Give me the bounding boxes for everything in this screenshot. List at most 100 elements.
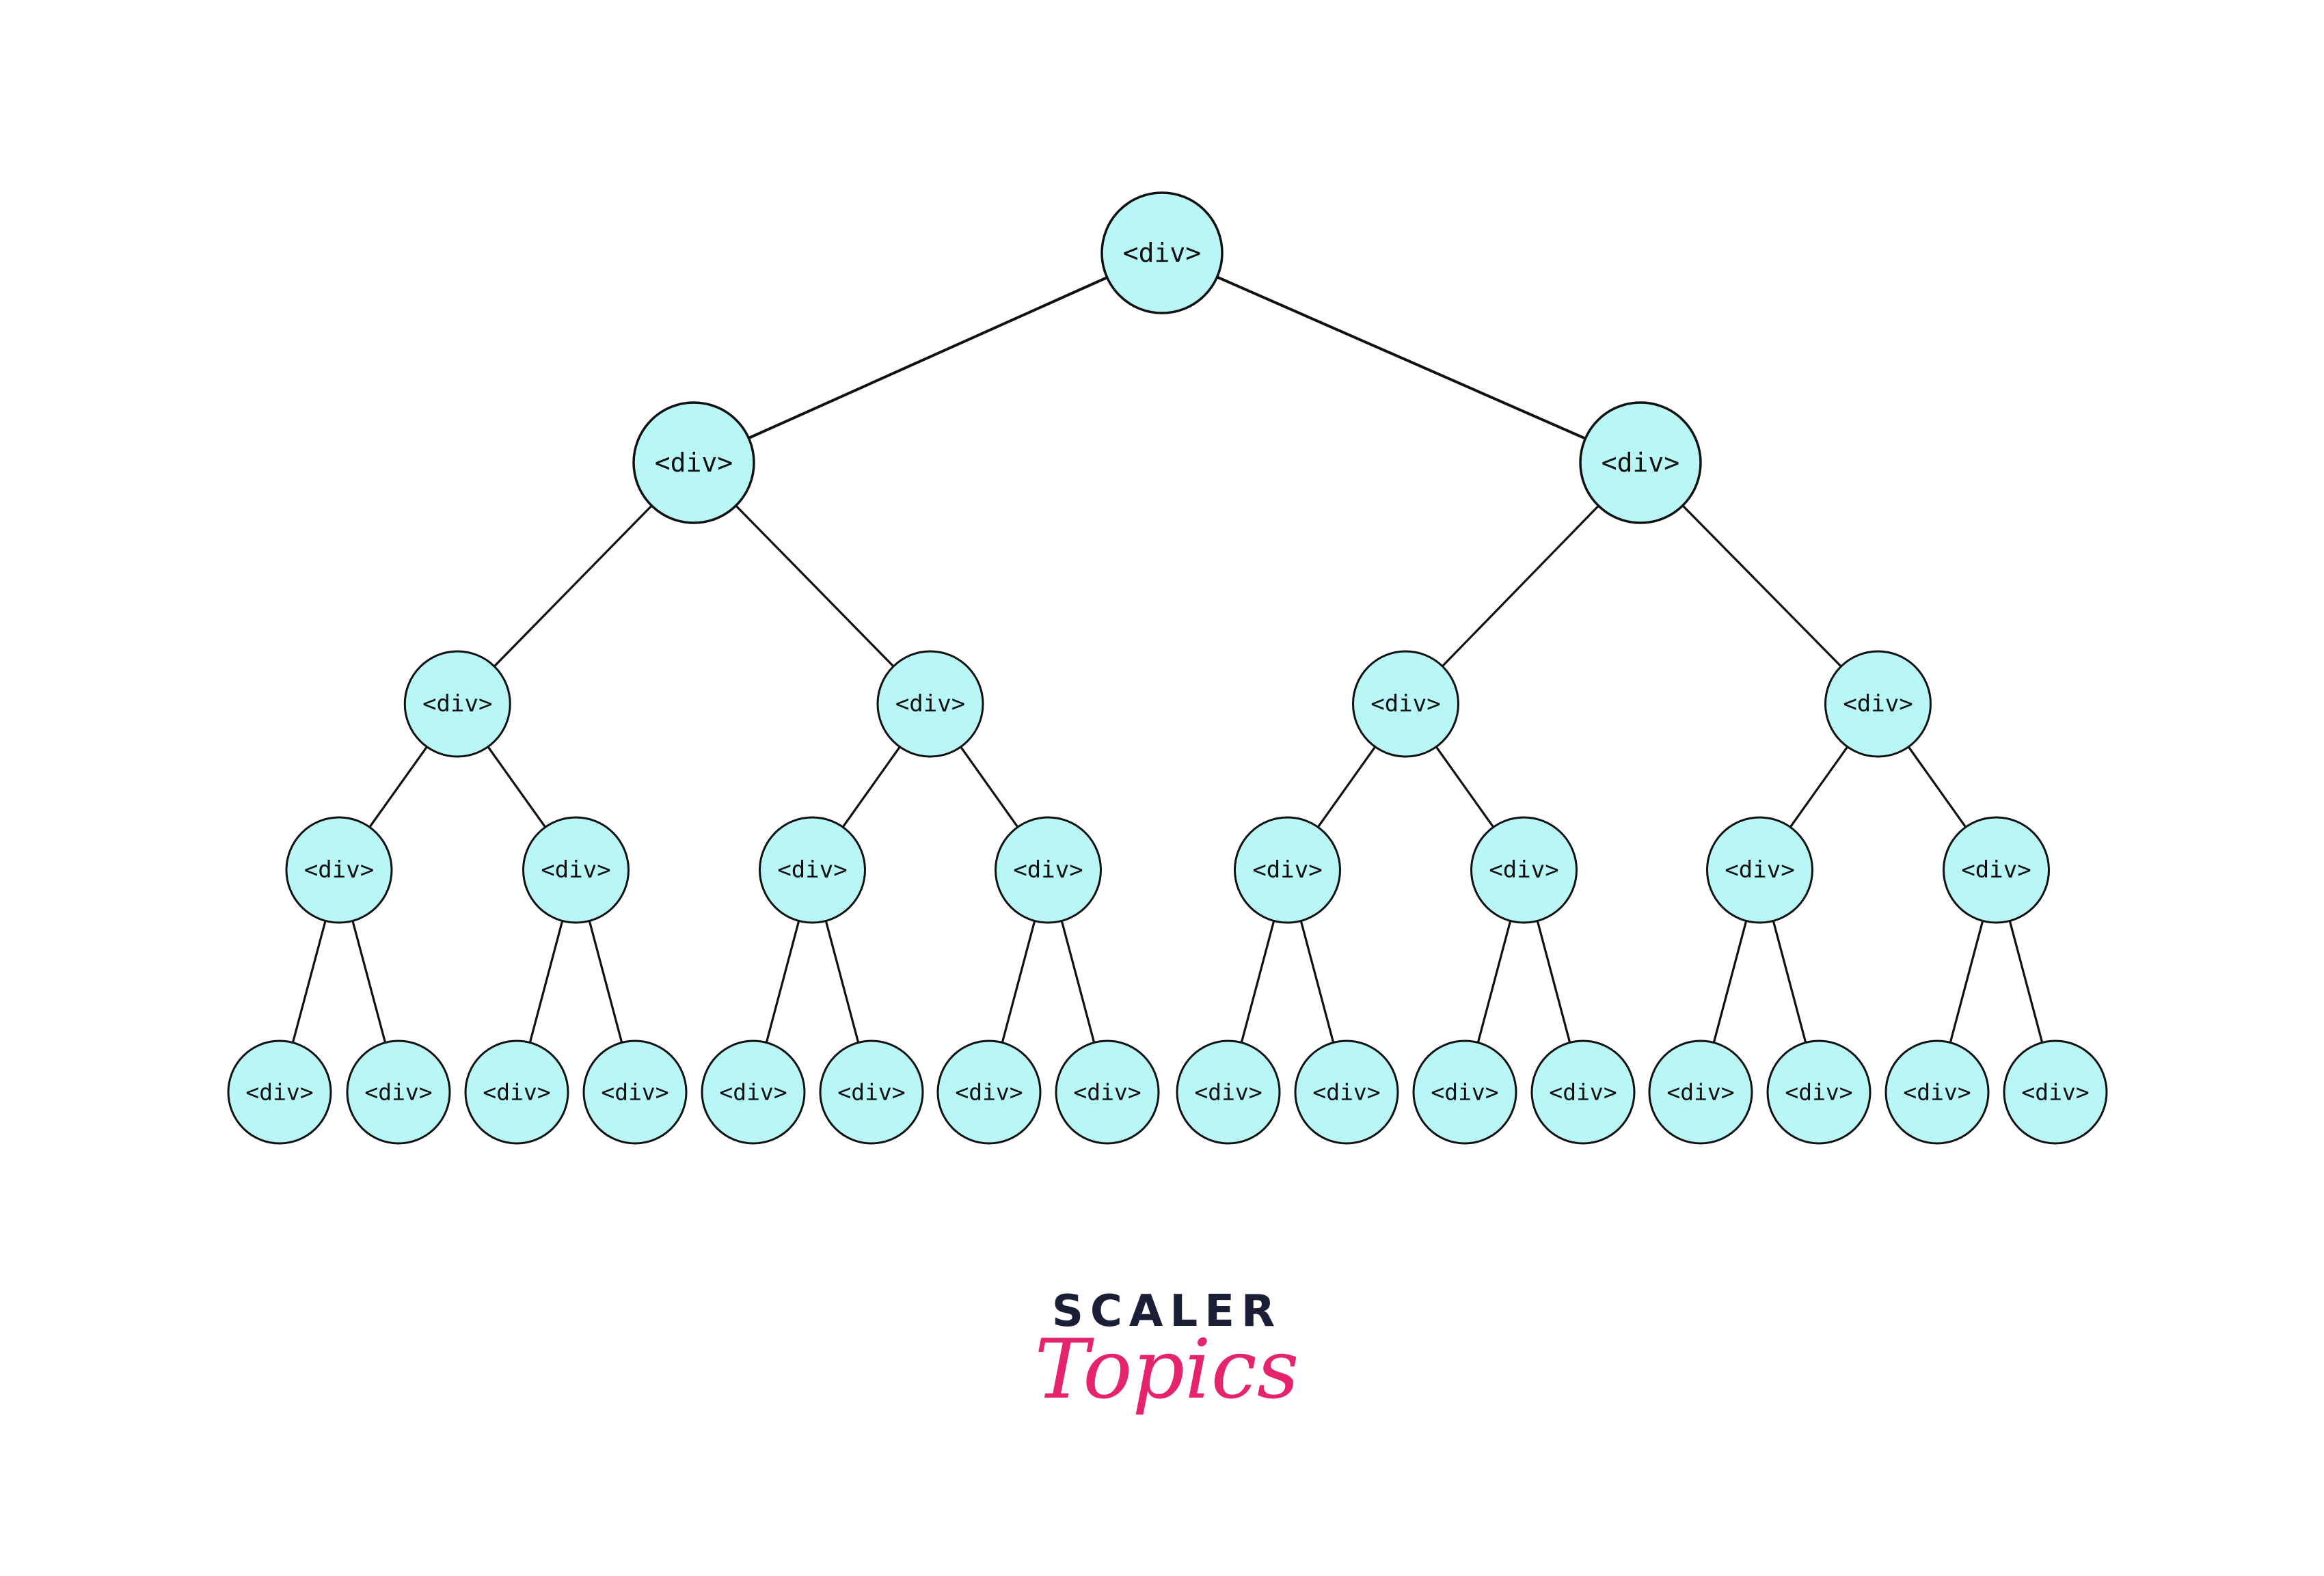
div-node: <div> [2003,1040,2108,1145]
node-label: <div> [364,1079,432,1106]
node-label: <div> [601,1079,668,1106]
div-node: <div> [582,1040,688,1145]
node-label: <div> [1013,856,1083,884]
node-circle [1530,1040,1636,1145]
div-node: <div> [701,1040,806,1145]
div-node: <div> [285,816,393,924]
div-node: <div> [759,816,866,924]
tree-edge [1712,920,1748,1043]
tree-edge [588,920,623,1043]
tree-edge [1476,920,1512,1043]
tree-nodes: <div> <div> <div> <div> <div> <div> <div> <div>… [227,191,2108,1145]
div-node: <div> [1884,1040,1990,1145]
node-circle [582,1040,688,1145]
tree-edge [824,920,860,1043]
node-circle [2003,1040,2108,1145]
div-node: <div> [1234,816,1341,924]
tree-edge [748,276,1108,439]
node-label: <div> [1843,690,1913,718]
div-node: <div> [1648,1040,1753,1145]
div-node: <div> [876,650,984,758]
div-node: <div> [1824,650,1932,758]
tree-edge [1949,920,1984,1043]
div-node: <div> [522,816,630,924]
node-label: <div> [1252,856,1322,884]
node-label: <div> [1549,1079,1617,1106]
node-circle [1579,401,1702,524]
node-circle [1824,650,1932,758]
node-label: <div> [1725,856,1794,884]
node-circle [995,816,1102,924]
div-node: <div> [995,816,1102,924]
div-node: <div> [1530,1040,1636,1145]
tree-edge [1001,920,1036,1043]
node-circle [1412,1040,1517,1145]
node-label: <div> [895,690,965,718]
div-node: <div> [1294,1040,1399,1145]
div-node: <div> [1706,816,1813,924]
node-circle [1294,1040,1399,1145]
tree-edge [960,746,1019,828]
logo-topics-text: Topics [1035,1322,1299,1417]
div-node: <div> [1176,1040,1281,1145]
tree-edge [1789,746,1849,828]
node-circle [1352,650,1459,758]
node-label: <div> [955,1079,1023,1106]
node-label: <div> [1312,1079,1380,1106]
node-circle [285,816,393,924]
scaler-topics-logo: SCALER Topics [1035,1286,1299,1417]
tree-edge [2008,920,2044,1043]
node-label: <div> [1123,238,1201,268]
node-circle [1100,191,1224,314]
node-circle [819,1040,924,1145]
tree-edge [1536,920,1571,1043]
div-node: <div> [403,650,511,758]
node-label: <div> [1602,448,1679,478]
tree-edge [1907,746,1967,828]
tree-edge [487,746,547,828]
tree-edges [291,275,2044,1043]
tree-edge [841,746,901,828]
node-circle [759,816,866,924]
div-node: <div> [632,401,755,524]
node-circle [1470,816,1578,924]
tree-edge [1772,920,1807,1043]
div-node: <div> [819,1040,924,1145]
div-node: <div> [936,1040,1042,1145]
node-label: <div> [483,1079,550,1106]
tree-edge [1299,920,1335,1043]
node-circle [1055,1040,1160,1145]
tree-edge [528,920,564,1043]
node-label: <div> [245,1079,313,1106]
div-node: <div> [346,1040,451,1145]
div-node: <div> [1352,650,1459,758]
div-node: <div> [1943,816,2050,924]
node-label: <div> [541,856,610,884]
node-circle [522,816,630,924]
node-label: <div> [1903,1079,1971,1106]
tree-edge [1060,920,1096,1043]
node-circle [1943,816,2050,924]
node-circle [1234,816,1341,924]
tree-edge [1316,746,1377,828]
node-label: <div> [719,1079,787,1106]
node-circle [1176,1040,1281,1145]
tree-edge [291,920,327,1043]
node-label: <div> [1961,856,2031,884]
node-label: <div> [1370,690,1440,718]
logo-scaler-text: SCALER [1052,1286,1282,1337]
tree-edge [1240,920,1275,1043]
tree-edge [1681,504,1842,668]
node-label: <div> [655,448,733,478]
node-circle [403,650,511,758]
node-label: <div> [837,1079,905,1106]
node-circle [227,1040,332,1145]
tree-edge [1216,275,1586,440]
node-label: <div> [2021,1079,2089,1106]
node-circle [876,650,984,758]
div-node: <div> [1100,191,1224,314]
node-label: <div> [422,690,492,718]
node-label: <div> [304,856,374,884]
node-circle [936,1040,1042,1145]
div-node: <div> [1055,1040,1160,1145]
